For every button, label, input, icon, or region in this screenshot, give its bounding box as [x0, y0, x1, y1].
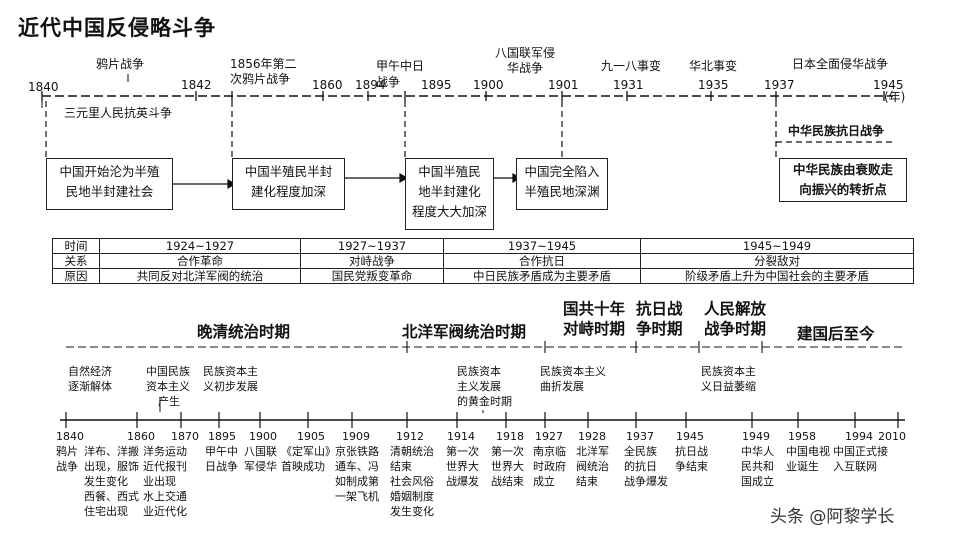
year-label: 1994: [845, 430, 873, 443]
year-label: 1840: [56, 430, 84, 443]
box-turning-point: 中华民族由衰败走 向振兴的转折点: [779, 158, 907, 202]
event-golden-age: 民族资本 主义发展 的黄金时期: [457, 365, 512, 408]
event-tv-born: 中国电视 业诞生: [786, 445, 830, 473]
watermark: 头条 @阿黎学长: [770, 507, 895, 527]
event-dingjunshan: 《定军山》 首映成功: [281, 445, 336, 473]
year-label: 1909: [342, 430, 370, 443]
year-1895: 1895: [421, 78, 452, 92]
table-cell: 合作革命: [99, 253, 301, 269]
box-semi-colonial-complete: 中国完全陷入 半殖民地深渊: [516, 158, 608, 210]
year-label: 1918: [496, 430, 524, 443]
year-1860: 1860: [312, 78, 343, 92]
table-cell: 合作抗日: [443, 253, 641, 269]
event-capitalism-initial: 民族资本主 义初步发展: [203, 365, 258, 393]
row-header-relation: 关系: [52, 253, 100, 269]
year-1840: 1840: [28, 80, 59, 94]
event-opium-war: 鸦片 战争: [56, 445, 78, 473]
event-westernization: 洋务运动 近代报刊 业出现 水上交通 业近代化: [143, 445, 187, 518]
year-1937: 1937: [764, 78, 795, 92]
year-label: 1945: [676, 430, 704, 443]
label-full-invasion: 日本全面侵华战争: [792, 57, 889, 71]
table-cell: 中日民族矛盾成为主要矛盾: [443, 268, 641, 284]
year-1900: 1900: [473, 78, 504, 92]
table-cell: 1927~1937: [300, 238, 444, 254]
table-row: 时间 1924~1927 1927~1937 1937~1945 1945~19…: [52, 238, 914, 254]
year-label: 1928: [578, 430, 606, 443]
label-918-incident: 九一八事变: [601, 59, 662, 73]
period-late-qing: 晚清统治时期: [197, 323, 291, 341]
event-eight-nation: 八国联 军侵华: [244, 445, 277, 473]
kmt-cpc-relations-table: 时间 1924~1927 1927~1937 1937~1945 1945~19…: [52, 238, 914, 284]
table-row: 关系 合作革命 对峙战争 合作抗日 分裂敌对: [52, 253, 914, 269]
row-header-reason: 原因: [52, 268, 100, 284]
year-label: 1900: [249, 430, 277, 443]
year-label: 1905: [297, 430, 325, 443]
year-label: 1912: [396, 430, 424, 443]
event-western-goods: 洋布、洋搬 出现，服饰 发生变化 西餐、西式 住宅出现: [84, 445, 139, 518]
label-opium-war: 鸦片战争: [96, 57, 145, 71]
event-internet: 中国正式接 入互联网: [833, 445, 888, 473]
year-label: 1937: [626, 430, 654, 443]
page-title: 近代中国反侵略斗争: [18, 16, 216, 40]
event-nanjing-government: 南京临 时政府 成立: [533, 445, 566, 488]
year-1935: 1935: [698, 78, 729, 92]
note-anti-japanese-war: 中华民族抗日战争: [788, 124, 885, 138]
event-ww1-start: 第一次 世界大 战爆发: [446, 445, 479, 488]
event-prc-founded: 中华人 民共和 国成立: [741, 445, 774, 488]
table-cell: 国民党叛变革命: [300, 268, 444, 284]
table-row: 原因 共同反对北洋军阀的统治 国民党叛变革命 中日民族矛盾成为主要矛盾 阶级矛盾…: [52, 268, 914, 284]
label-eight-nation: 八国联军侵华战争: [495, 46, 556, 75]
event-beiyang-end: 北洋军 阀统治 结束: [576, 445, 609, 488]
note-sanyuanli: 三元里人民抗英斗争: [64, 106, 173, 120]
box-semi-colonial-greatly-deepen: 中国半殖民 地半封建化 程度大大加深: [405, 158, 494, 230]
year-label: 1860: [127, 430, 155, 443]
box-semi-colonial-deepen: 中国半殖民半封 建化程度加深: [232, 158, 345, 210]
year-label: 1895: [208, 430, 236, 443]
table-cell: 1937~1945: [443, 238, 641, 254]
period-ten-year-standoff: 国共十年对峙时期: [562, 300, 625, 338]
year-1931: 1931: [613, 78, 644, 92]
label-north-china-incident: 华北事变: [689, 59, 738, 73]
event-ww1-end: 第一次 世界大 战结束: [491, 445, 524, 488]
year-1945: 1945: [873, 78, 904, 92]
table-cell: 阶级矛盾上升为中国社会的主要矛盾: [640, 268, 914, 284]
event-qing-end: 清朝统治 结束 社会风俗 婚姻制度 发生变化: [390, 445, 434, 518]
year-label: 2010: [878, 430, 906, 443]
year-label: 1870: [171, 430, 199, 443]
row-header-time: 时间: [52, 238, 100, 254]
event-jingzhang-railway: 京张铁路 通车、冯 如制成第 一架飞机: [335, 445, 379, 503]
event-tortuous-development: 民族资本主义 曲折发展: [540, 365, 606, 393]
event-war-end: 抗日战 争结束: [675, 445, 708, 473]
year-1856-second-opium-war: 1856年第二次鸦片战争: [230, 57, 297, 86]
year-label: 1958: [788, 430, 816, 443]
year-1842: 1842: [181, 78, 212, 92]
table-cell: 1945~1949: [640, 238, 914, 254]
table-cell: 1924~1927: [99, 238, 301, 254]
year-label: 1914: [447, 430, 475, 443]
axis-unit: (年): [884, 90, 906, 104]
event-natural-economy: 自然经济 逐渐解体: [68, 365, 112, 393]
label-sino-japanese-war: 甲午中日战争: [376, 59, 425, 89]
table-cell: 对峙战争: [300, 253, 444, 269]
period-post-1949: 建国后至今: [797, 325, 875, 343]
year-1901: 1901: [548, 78, 579, 92]
table-cell: 分裂敌对: [640, 253, 914, 269]
year-label: 1927: [535, 430, 563, 443]
year-1894: 1894: [355, 78, 386, 92]
period-liberation-war: 人民解放战争时期: [703, 300, 766, 338]
box-semi-colonial-begin: 中国开始沦为半殖 民地半封建社会: [46, 158, 173, 210]
event-sino-japanese-war: 甲午中 日战争: [205, 445, 238, 473]
period-beiyang: 北洋军阀统治时期: [402, 323, 527, 341]
table-cell: 共同反对北洋军阀的统治: [99, 268, 301, 284]
period-anti-japanese: 抗日战争时期: [636, 300, 683, 338]
year-label: 1949: [742, 430, 770, 443]
event-shrinking: 民族资本主 义日益萎缩: [701, 365, 756, 393]
event-capitalism-born: 中国民族 资本主义 产生: [146, 365, 190, 408]
event-full-war-start: 全民族 的抗日 战争爆发: [624, 445, 668, 488]
